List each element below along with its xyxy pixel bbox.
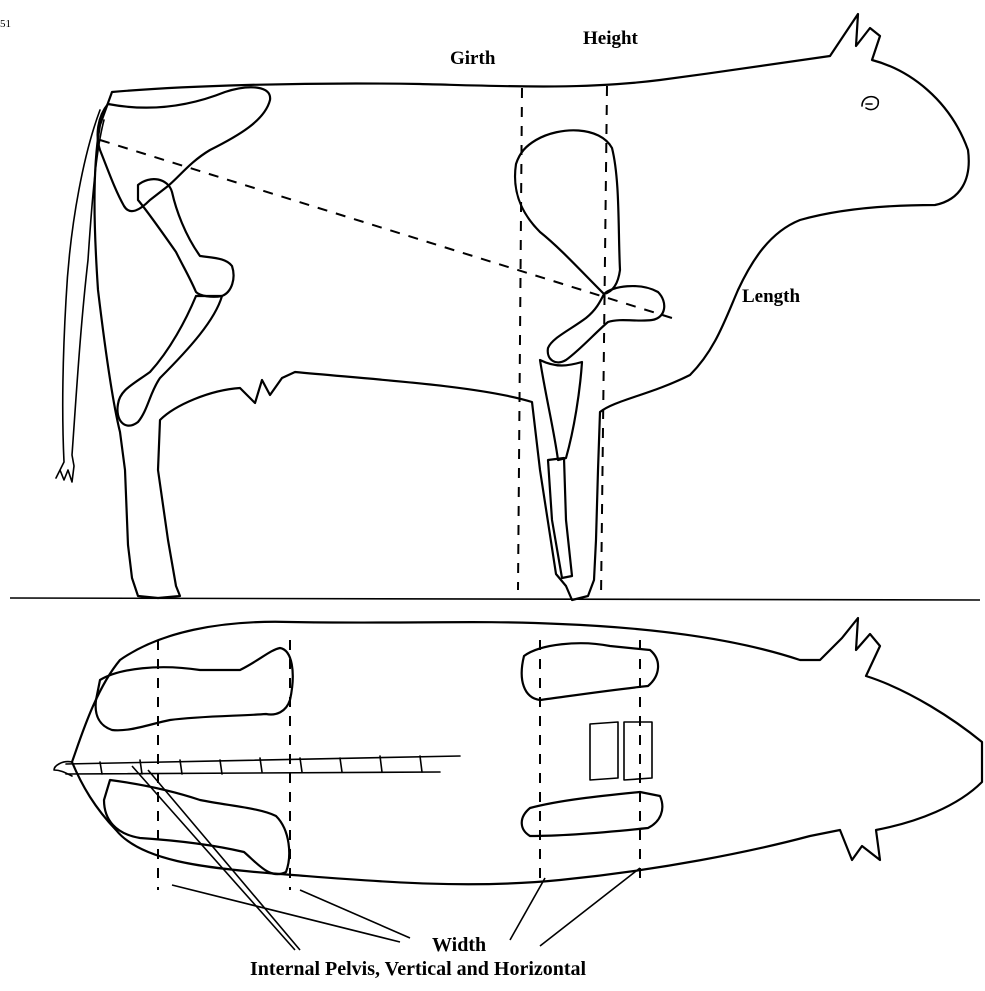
tibia-side bbox=[117, 296, 222, 426]
radius-side bbox=[540, 360, 582, 460]
label-height: Height bbox=[583, 28, 638, 50]
label-girth: Girth bbox=[450, 48, 495, 70]
rib-block-top bbox=[590, 722, 652, 780]
cow-side-outline bbox=[95, 14, 969, 600]
pelvis-leader-1 bbox=[132, 766, 295, 950]
ground-line bbox=[10, 598, 980, 600]
height-line bbox=[601, 86, 607, 598]
cow-tail bbox=[56, 110, 104, 482]
hip-bone-side bbox=[98, 87, 271, 211]
label-length: Length bbox=[742, 286, 800, 308]
humerus-side bbox=[548, 286, 665, 362]
scapula-top-lower bbox=[522, 792, 663, 836]
femur-side bbox=[138, 179, 234, 297]
pelvis-top-upper bbox=[96, 648, 293, 730]
cannon-bone-side bbox=[548, 458, 572, 578]
scapula-top-upper bbox=[522, 643, 658, 700]
spine-top bbox=[66, 756, 460, 774]
scapula-side bbox=[515, 130, 620, 294]
cow-eye bbox=[862, 97, 878, 110]
label-internal-pelvis: Internal Pelvis, Vertical and Horizontal bbox=[250, 958, 586, 981]
corner-mark: 51 bbox=[0, 18, 11, 30]
label-width: Width bbox=[432, 934, 486, 957]
girth-line bbox=[518, 88, 522, 590]
length-line bbox=[100, 140, 672, 318]
width-leader-3 bbox=[510, 878, 545, 940]
